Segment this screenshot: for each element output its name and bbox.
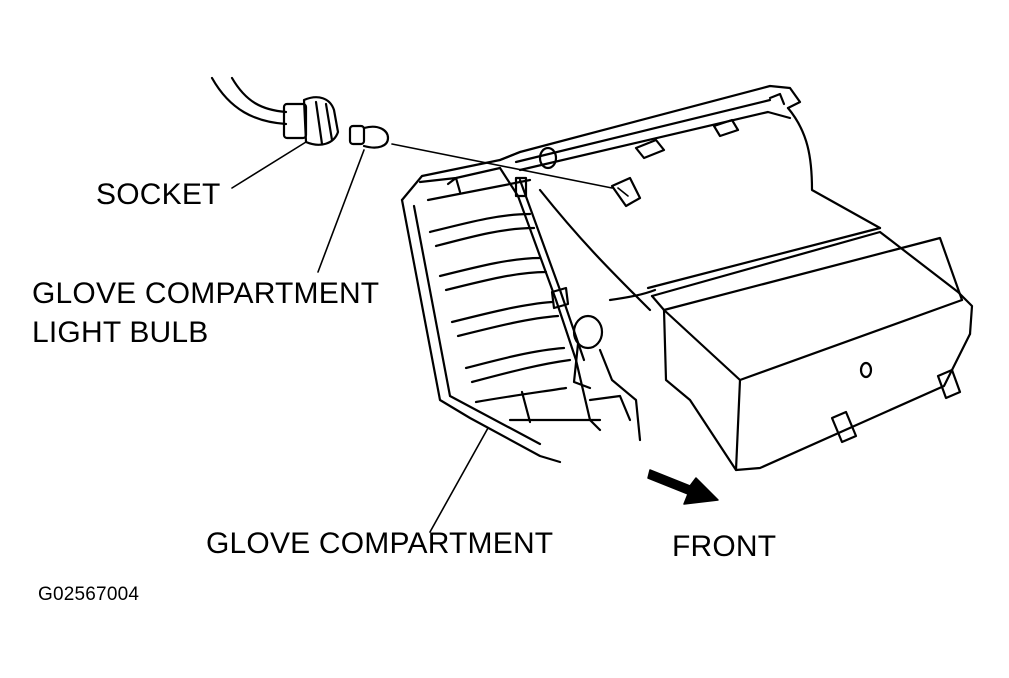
bulb-holder-slot [617,187,629,197]
cable [210,76,288,126]
housing-body [538,106,882,312]
bulb-label-line1: GLOVE COMPARTMENT [32,277,380,310]
housing-back [498,84,802,172]
bulb-label-line2: LIGHT BULB [32,316,209,349]
bulb-holder [610,176,642,208]
figure-id: G02567004 [38,584,140,605]
storage-box [650,230,974,472]
glove-compartment-leader-line [429,427,489,533]
socket-part [282,96,340,146]
glove-compartment-label: GLOVE COMPARTMENT [206,527,554,560]
socket-leader-line [231,141,307,189]
guide-line [391,143,613,189]
socket-label: SOCKET [96,178,221,211]
bulb-part [348,124,390,149]
front-arrow-icon [647,469,719,505]
front-label: FRONT [672,530,777,563]
bulb-leader-line [317,149,365,273]
glove-compartment-frame [400,150,642,464]
